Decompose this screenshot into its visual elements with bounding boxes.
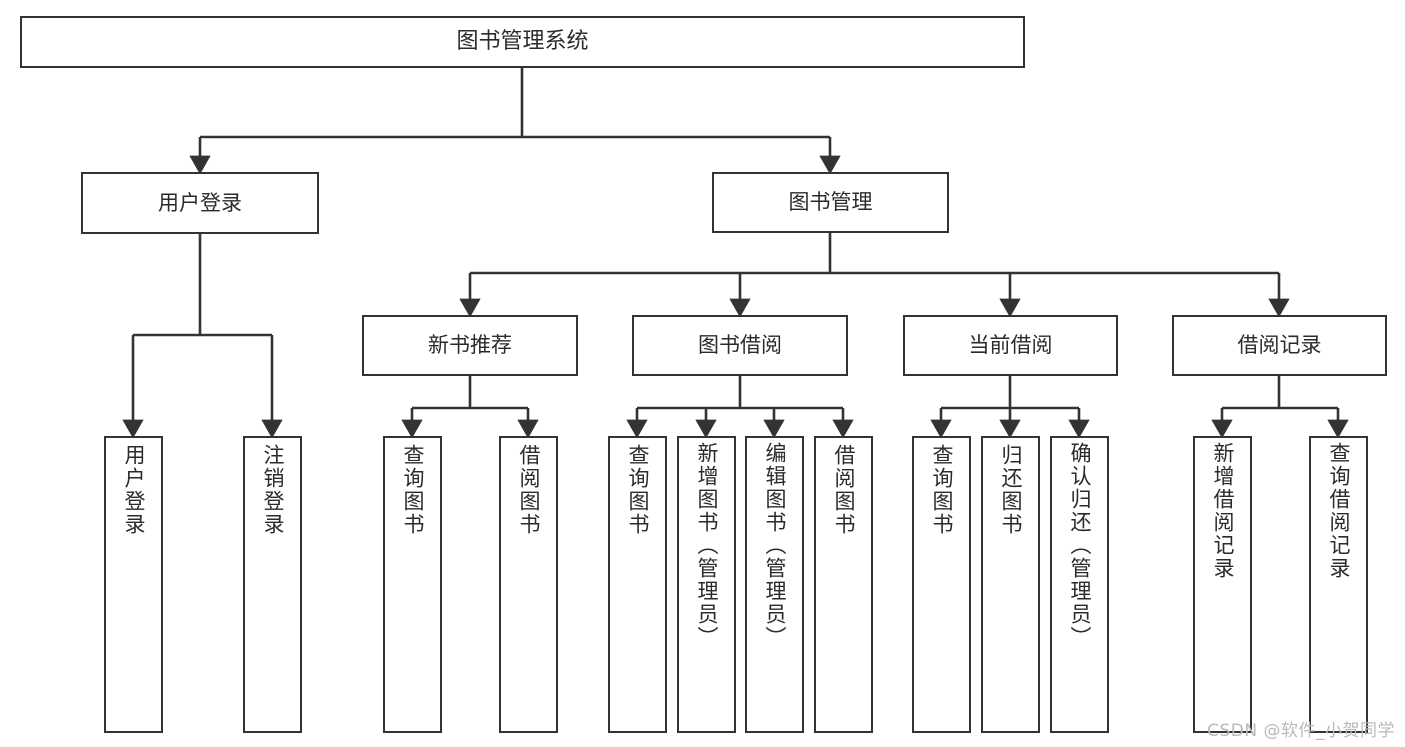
node-label: 编辑图书（管理员） [763,442,787,649]
node-label: 新增借阅记录 [1211,442,1235,580]
leaf-new-book-query-book[interactable]: 查询图书 [383,436,442,733]
node-label: 借阅记录 [1237,333,1322,358]
node-label: 当前借阅 [968,333,1053,358]
node-label: 查询图书 [626,444,650,536]
leaf-borrow-record-add-record[interactable]: 新增借阅记录 [1193,436,1252,733]
node-label: 图书管理系统 [456,29,589,55]
node-borrow-record[interactable]: 借阅记录 [1172,315,1387,376]
node-label: 图书管理 [788,190,873,215]
node-root-book-management-system[interactable]: 图书管理系统 [20,16,1025,68]
node-label: 新书推荐 [428,333,512,358]
leaf-book-borrow-query-book[interactable]: 查询图书 [608,436,667,733]
node-current-borrow[interactable]: 当前借阅 [903,315,1118,376]
node-label: 确认归还（管理员） [1068,442,1092,649]
node-label: 查询图书 [401,444,425,536]
node-label: 用户登录 [158,190,242,215]
node-label: 查询借阅记录 [1327,442,1351,580]
node-label: 归还图书 [999,444,1023,536]
leaf-current-borrow-confirm-return[interactable]: 确认归还（管理员） [1050,436,1109,733]
node-user-login[interactable]: 用户登录 [81,172,319,234]
leaf-book-borrow-add-book[interactable]: 新增图书（管理员） [677,436,736,733]
leaf-user-login-login[interactable]: 用户登录 [104,436,163,733]
csdn-watermark: CSDN @软件_小贺同学 [1207,721,1395,741]
node-label: 借阅图书 [517,444,541,536]
node-label: 用户登录 [122,444,146,536]
node-label: 新增图书（管理员） [695,442,719,649]
node-book-borrow[interactable]: 图书借阅 [632,315,848,376]
node-label: 查询图书 [930,444,954,536]
node-new-book-recommend[interactable]: 新书推荐 [362,315,578,376]
leaf-borrow-record-query-record[interactable]: 查询借阅记录 [1309,436,1368,733]
node-label: 借阅图书 [832,444,856,536]
leaf-user-login-logout[interactable]: 注销登录 [243,436,302,733]
leaf-current-borrow-return-book[interactable]: 归还图书 [981,436,1040,733]
leaf-current-borrow-query-book[interactable]: 查询图书 [912,436,971,733]
leaf-book-borrow-borrow-book[interactable]: 借阅图书 [814,436,873,733]
node-label: 图书借阅 [698,333,782,358]
node-book-management[interactable]: 图书管理 [712,172,949,233]
leaf-new-book-borrow-book[interactable]: 借阅图书 [499,436,558,733]
node-label: 注销登录 [261,444,285,536]
leaf-book-borrow-edit-book[interactable]: 编辑图书（管理员） [745,436,804,733]
